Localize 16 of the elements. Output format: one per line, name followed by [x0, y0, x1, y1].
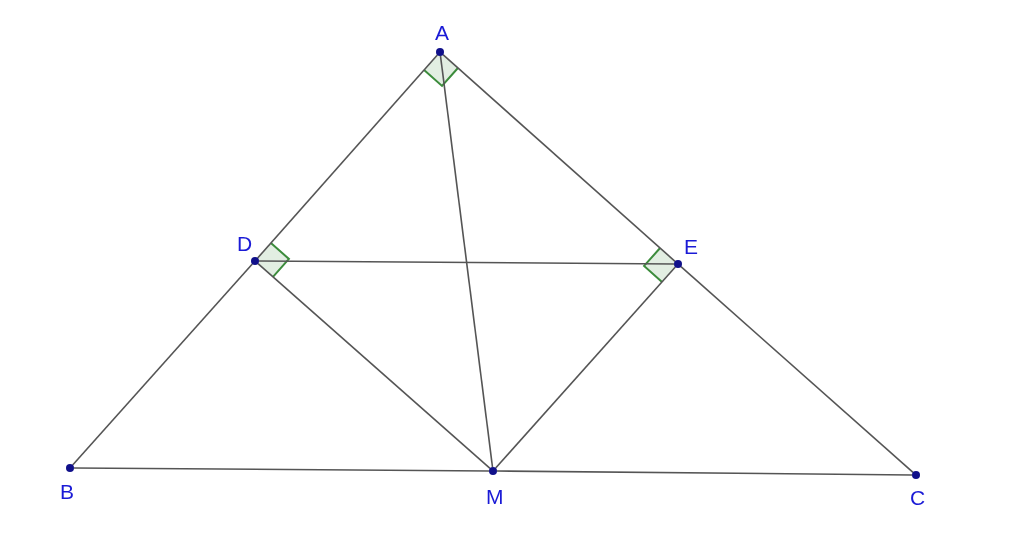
- line-segment: [256, 54, 439, 259]
- line-segment: [494, 266, 677, 469]
- line-segment: [680, 265, 914, 474]
- line-segment: [257, 262, 491, 470]
- point-label: C: [910, 487, 926, 509]
- point-label: M: [486, 486, 504, 508]
- line-segment: [258, 260, 675, 265]
- line-segment: [73, 467, 490, 472]
- line-segment: [439, 55, 494, 468]
- point-label: E: [684, 236, 698, 258]
- line-segment: [71, 263, 254, 466]
- line-segment: [442, 53, 676, 263]
- line-segment: [496, 470, 913, 476]
- point-label: B: [60, 481, 74, 503]
- point-label: D: [237, 233, 253, 255]
- point-label: A: [435, 22, 449, 44]
